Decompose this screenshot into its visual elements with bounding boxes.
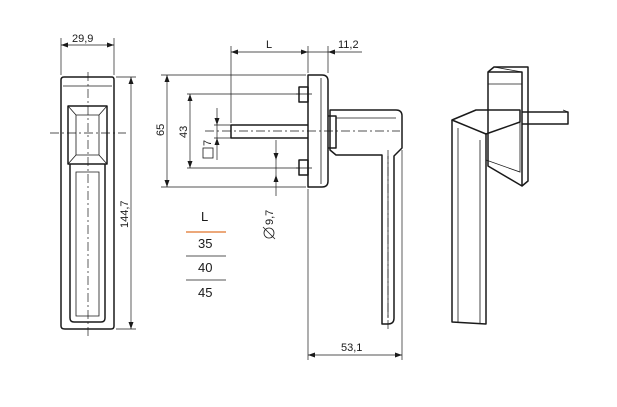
rose-height-arrow-bottom [164, 180, 170, 187]
diameter-symbol-stroke [262, 226, 276, 240]
table-header: L [201, 209, 208, 224]
collar-label: 11,2 [338, 39, 359, 51]
side-handle-inner [336, 117, 396, 318]
iso-spindle [522, 111, 569, 125]
screw-diameter-label: 9,7 [264, 210, 276, 225]
l-arrow-left [231, 49, 238, 55]
front-grip-inner [75, 171, 100, 317]
front-width-arrow-right [107, 42, 114, 48]
diameter-symbol-icon [263, 227, 275, 239]
screw-diameter-arrow-top [273, 153, 279, 160]
iso-handle-top [451, 109, 521, 135]
table-row-3: 45 [198, 285, 212, 300]
l-arrow-right [301, 49, 308, 55]
side-handle [329, 109, 403, 325]
spindle-square-arrow-bottom [214, 138, 220, 145]
isometric-view [451, 66, 569, 325]
iso-handle-grip [451, 120, 487, 325]
projection-arrow-right [395, 352, 402, 358]
side-screw-top [298, 86, 309, 103]
iso-spindle-end [562, 109, 569, 113]
l-label: L [266, 39, 272, 51]
side-view: L 11,2 65 43 7 9,7 [155, 39, 403, 360]
projection-arrow-left [308, 352, 315, 358]
front-height-arrow-top [128, 77, 134, 84]
iso-rose-side [487, 66, 529, 187]
square-symbol-icon [202, 147, 214, 159]
rose-height-label: 65 [155, 124, 167, 136]
front-handle-grip [69, 164, 106, 323]
screw-spacing-arrow-bottom [187, 161, 193, 168]
side-rose-body [307, 74, 329, 188]
collar-arrow [328, 49, 335, 55]
front-width-arrow-left [61, 42, 68, 48]
table-row-2: 40 [198, 260, 212, 275]
spindle-square-label: 7 [202, 140, 214, 146]
screw-spacing-label: 43 [178, 126, 190, 138]
iso-handle-collar [485, 122, 521, 173]
side-spindle [230, 124, 308, 139]
side-collar [328, 115, 337, 149]
front-height-arrow-bottom [128, 322, 134, 329]
rose-height-arrow-top [164, 75, 170, 82]
front-view: 29,9 144,7 [50, 33, 136, 336]
screw-spacing-arrow-top [187, 94, 193, 101]
front-handle-bevel [67, 105, 108, 165]
projection-label: 53,1 [341, 342, 362, 354]
front-rose-outline [60, 76, 115, 330]
length-table: L 35 40 45 [186, 209, 226, 300]
iso-rose-top-edge [493, 66, 523, 73]
screw-diameter-arrow-bottom [273, 175, 279, 182]
side-screw-bottom [298, 159, 309, 176]
front-height-label: 144,7 [119, 200, 131, 228]
front-width-label: 29,9 [72, 33, 93, 45]
spindle-square-arrow-top [214, 118, 220, 125]
table-row-1: 35 [198, 236, 212, 251]
iso-rose-front [487, 71, 523, 187]
